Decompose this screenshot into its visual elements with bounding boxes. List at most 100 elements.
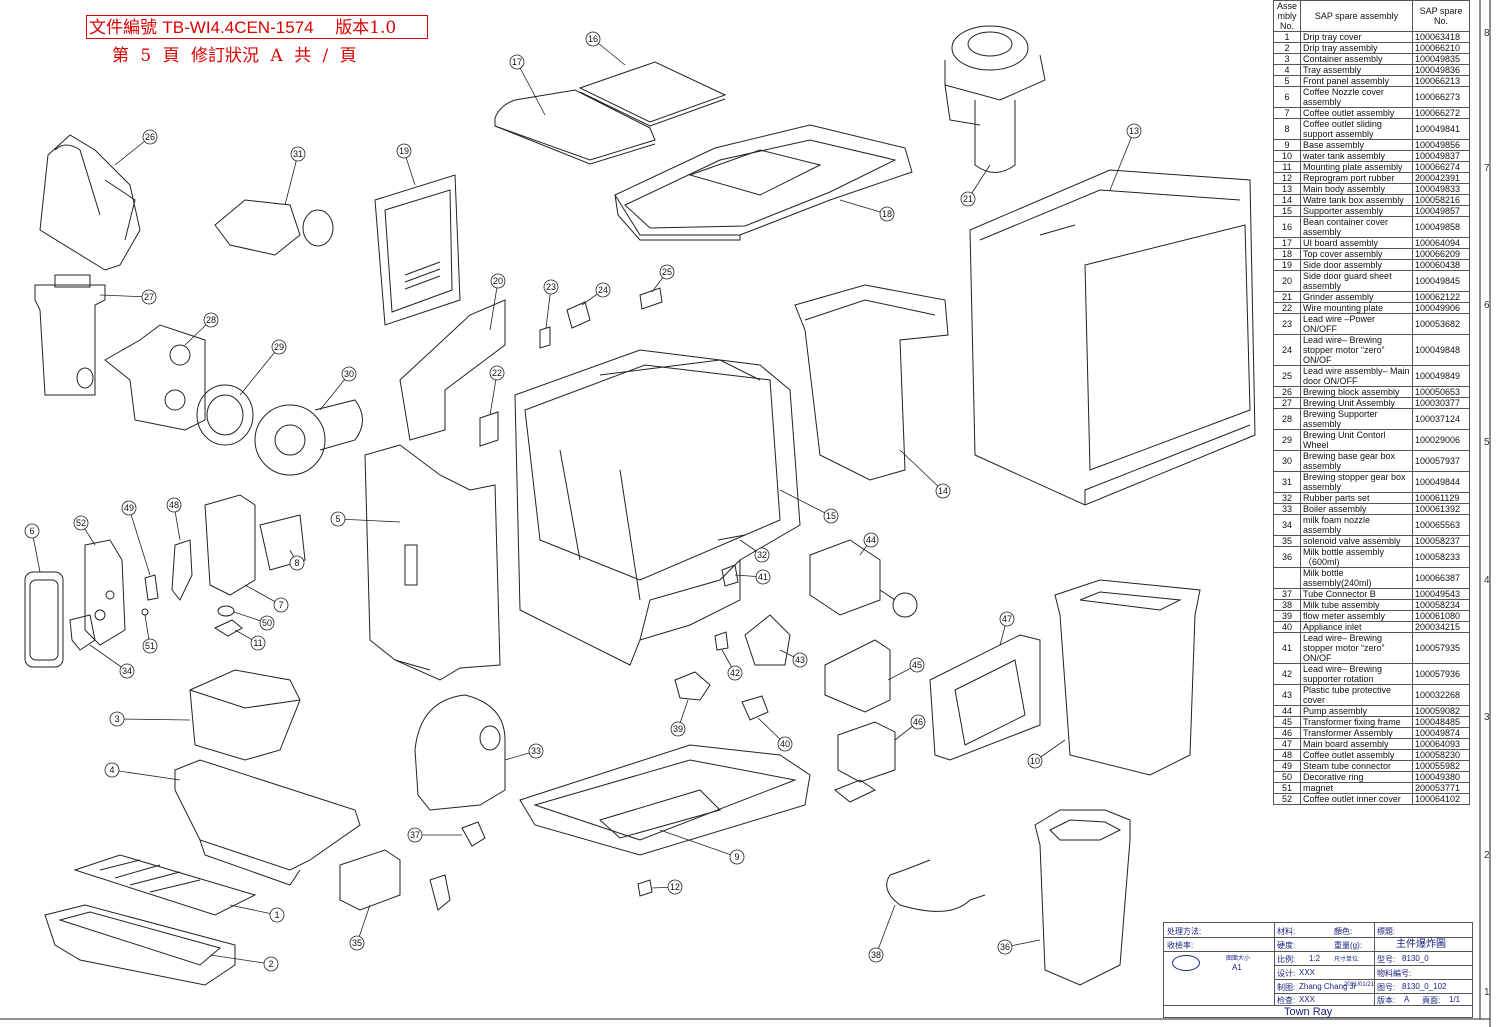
parts-row-no: 40 (1273, 621, 1301, 633)
parts-row-no: 17 (1273, 237, 1301, 249)
drawing-title: 主件爆炸圖 (1396, 939, 1446, 950)
parts-row-desc: Milk bottle assembly(240ml) (1300, 567, 1413, 589)
parts-row-no: 2 (1273, 42, 1301, 54)
parts-row-code: 100057936 (1412, 663, 1470, 685)
part-flow-meter (674, 671, 711, 701)
parts-row-desc: Side door guard sheet assembly (1300, 270, 1413, 292)
callout-bubble (585, 31, 601, 47)
parts-row-desc: Reprogram port rubber (1300, 172, 1413, 184)
part-water-tank (1054, 579, 1201, 776)
parts-row-desc: Plastic tube protective cover (1300, 684, 1413, 706)
callout-3: 3 (109, 711, 191, 727)
parts-row-code: 100061080 (1412, 610, 1470, 622)
parts-row-no: 46 (1273, 727, 1301, 739)
parts-row-desc: Transformer Assembly (1300, 727, 1413, 739)
parts-row-code: 100049906 (1412, 302, 1470, 314)
callout-bubble (259, 615, 275, 631)
callout-bubble (1126, 123, 1142, 139)
scale-value: 1:2 (1309, 954, 1321, 963)
callout-bubble (166, 497, 182, 513)
rev: A (1404, 995, 1410, 1004)
callout-bubble (659, 264, 675, 280)
callout-bubble (727, 665, 743, 681)
parts-row-desc: Drip tray assembly (1300, 42, 1413, 54)
parts-row-desc: Appliance inlet (1300, 621, 1413, 633)
parts-row-no: 28 (1273, 408, 1301, 430)
parts-row-code: 100057935 (1412, 632, 1470, 664)
parts-row-desc: flow meter assembly (1300, 610, 1413, 622)
part-transformer (834, 721, 896, 803)
callout-number: 15 (826, 511, 836, 521)
part-pump (809, 539, 918, 618)
callout-23: 23 (543, 279, 559, 329)
callout-number: 42 (730, 668, 740, 678)
callout-number: 51 (145, 641, 155, 651)
callout-number: 46 (913, 717, 923, 727)
callout-bubble (396, 143, 412, 159)
callout-number: 19 (399, 146, 409, 156)
doc-label: 文件編號 (89, 18, 157, 38)
title-label: 標題: (1377, 927, 1396, 936)
parts-row-no: 1 (1273, 31, 1301, 43)
parts-row-no: 41 (1273, 632, 1301, 664)
parts-row: Milk bottle assembly(240ml)100066387 (1273, 567, 1470, 589)
parts-row-no: 15 (1273, 205, 1301, 217)
parts-row-code: 100055982 (1412, 760, 1470, 772)
callout-1: 1 (229, 904, 285, 923)
parts-row-code: 100064094 (1412, 237, 1470, 249)
callout-bubble (792, 652, 808, 668)
callout-bubble (528, 743, 544, 759)
parts-row-code: 100049380 (1412, 771, 1470, 783)
parts-row-code: 100050653 (1412, 386, 1470, 398)
callout-43: 43 (779, 649, 808, 668)
parts-row-code: 100049857 (1412, 205, 1470, 217)
parts-row-desc: Coffee outlet inner cover (1300, 793, 1413, 805)
callout-leader (114, 136, 151, 166)
callout-number: 10 (1030, 756, 1040, 766)
parts-row-no: 49 (1273, 760, 1301, 772)
parts-row-desc: Coffee outlet assembly (1300, 749, 1413, 761)
parts-row-no: 22 (1273, 302, 1301, 314)
callout-number: 37 (410, 830, 420, 840)
callout-bubble (119, 663, 135, 679)
item-label: 物料編号: (1377, 969, 1412, 978)
parts-row-desc: Wire mounting plate (1300, 302, 1413, 314)
parts-row-desc: Brewing Supporter assembly (1300, 408, 1413, 430)
edge-zone-number: 2 (1484, 850, 1490, 861)
parts-row-desc: Container assembly (1300, 53, 1413, 65)
parts-row-desc: Lead wire –Power ON/OFF (1300, 313, 1413, 335)
callout-leader (111, 769, 181, 781)
callout-bubble (754, 547, 770, 563)
col-spare-no: SAP spare No. (1412, 0, 1470, 32)
callout-bubble (543, 279, 559, 295)
part-drip-tray-cover (73, 854, 257, 916)
part-brewing-block (39, 134, 141, 271)
callout-number: 5 (335, 514, 340, 524)
parts-row-code: 100049836 (1412, 64, 1470, 76)
callout-leader (337, 518, 401, 523)
callout-14: 14 (899, 449, 951, 499)
parts-row-code: 100049848 (1412, 334, 1470, 366)
parts-row-desc: Lead wire assembly– Main door ON/OFF (1300, 365, 1413, 387)
parts-row-desc: Watre tank box assembly (1300, 194, 1413, 206)
callout-bubble (909, 657, 925, 673)
callout-5: 5 (330, 511, 401, 527)
paper-size: A1 (1232, 963, 1242, 972)
parts-row-code: 100061392 (1412, 503, 1470, 515)
callout-45: 45 (887, 657, 925, 681)
